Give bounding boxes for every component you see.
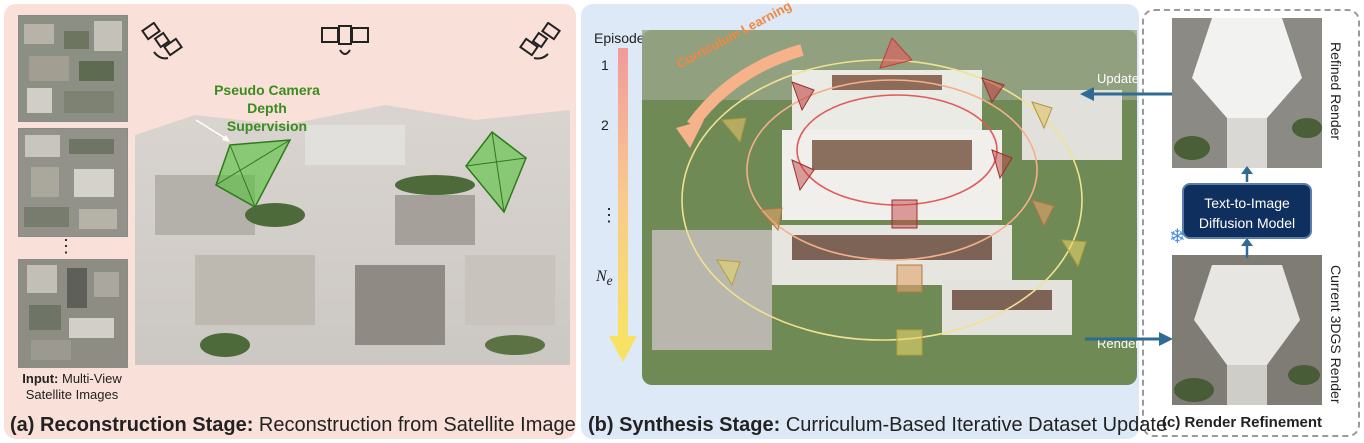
satellite-image-2 (18, 128, 128, 237)
episode-arrow (609, 48, 637, 362)
reconstruction-scene (135, 105, 570, 365)
input-caption: Input: Multi-View Satellite Images (22, 371, 122, 402)
pseudo-camera-icon (215, 139, 292, 209)
synthesis-caption: (b) Synthesis Stage: Curriculum-Based It… (588, 414, 1168, 436)
episode-dots: ⋮ (600, 205, 618, 225)
update-label: Update (1097, 71, 1139, 86)
satellite-image-1 (18, 15, 128, 122)
refinement-flow-arrows (1241, 166, 1253, 258)
pointer-arrow (195, 119, 230, 142)
episode-ne-label: Ne (596, 268, 613, 289)
episode-2-label: 2 (601, 117, 609, 133)
satellite-icon (321, 25, 369, 55)
snowflake-icon: ❄ (1169, 226, 1186, 248)
refined-render-label: Refined Render (1328, 42, 1344, 141)
episode-1-label: 1 (601, 57, 609, 73)
update-arrow (1080, 87, 1176, 101)
render-arrow (1085, 332, 1173, 346)
synthesis-scene (642, 30, 1137, 385)
reconstruction-caption: (a) Reconstruction Stage: Reconstruction… (10, 414, 576, 436)
satellite-icon (141, 22, 183, 60)
current-render-label: Current 3DGS Render (1328, 265, 1344, 404)
satellite-image-3 (18, 259, 128, 368)
refined-render-image (1172, 18, 1322, 168)
thumbnail-ellipsis: ⋮ (57, 236, 75, 256)
satellite-icon (519, 22, 561, 60)
current-render-image (1172, 255, 1322, 405)
refinement-caption: (c) Render Refinement (1162, 414, 1323, 431)
pseudo-camera-icon (465, 130, 527, 214)
episode-label: Episode (594, 30, 645, 46)
